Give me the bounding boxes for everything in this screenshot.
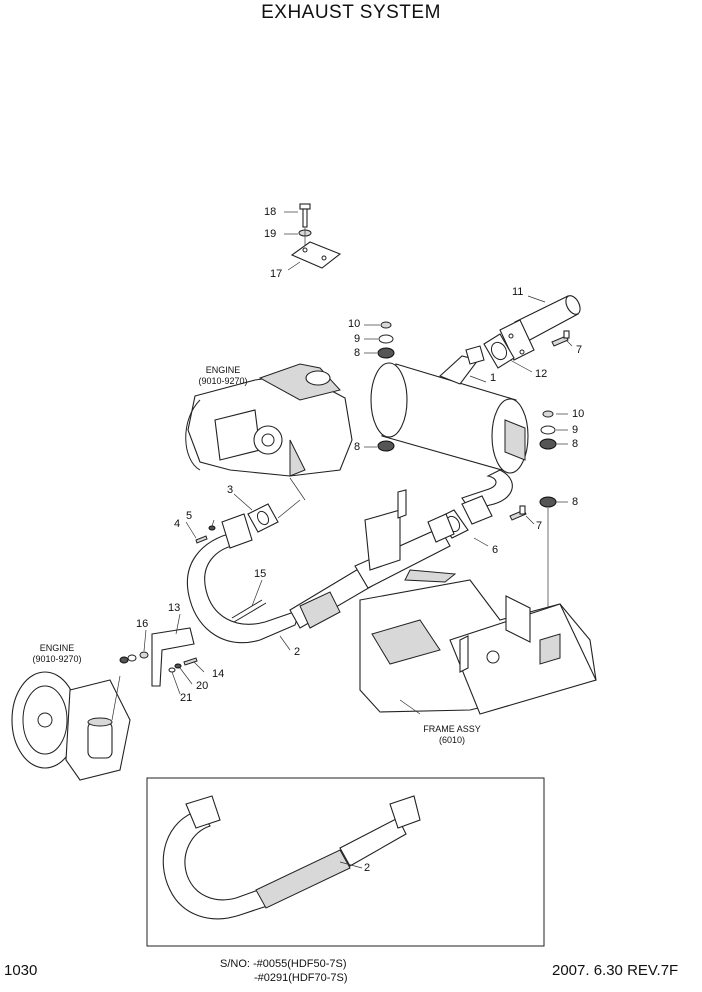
callout-10a: 10 (348, 318, 361, 330)
plate-17 (290, 241, 342, 269)
mount-8d (539, 496, 557, 508)
serial-number-line-1: S/NO: -#0055(HDF50-7S) (220, 958, 347, 970)
nut-10a (380, 321, 392, 329)
callout-6: 6 (492, 544, 499, 556)
bolt-18 (299, 203, 311, 228)
callout-7b: 7 (536, 520, 543, 532)
callout-9a: 9 (354, 333, 361, 345)
gasket-3 (247, 503, 279, 533)
engine-upper (185, 363, 353, 477)
callout-10b: 10 (572, 408, 585, 420)
revision-date: 2007. 6.30 REV.7F (552, 962, 679, 979)
callout-8c: 8 (572, 438, 579, 450)
callout-1: 1 (490, 372, 497, 384)
bolt-4 (195, 535, 208, 544)
bolt-7b (509, 505, 527, 521)
mount-8b (377, 440, 395, 452)
washer-9b (540, 425, 556, 435)
front-pipe-2-detail (162, 795, 421, 920)
callout-18: 18 (264, 206, 277, 218)
page-number: 1030 (4, 962, 38, 979)
washer-21 (168, 667, 176, 673)
engine-reference-left: ENGINE (9010-9270) (22, 643, 92, 665)
bolt-14 (183, 657, 198, 666)
callout-4: 4 (174, 518, 181, 530)
frame-assy-name: FRAME ASSY (423, 724, 481, 734)
callout-16: 16 (136, 618, 149, 630)
callout-7a: 7 (576, 344, 583, 356)
engine-reference-top-code: (9010-9270) (198, 376, 248, 386)
bolt-7a (551, 330, 570, 347)
callout-14: 14 (212, 668, 225, 680)
gasket-12 (483, 333, 515, 369)
callout-2-detail: 2 (364, 862, 371, 874)
engine-lower (11, 671, 131, 781)
detail-box (146, 777, 545, 947)
callout-2: 2 (294, 646, 301, 658)
callout-15: 15 (254, 568, 267, 580)
serial-number-line-2: -#0291(HDF70-7S) (254, 972, 348, 984)
callout-8d: 8 (572, 496, 579, 508)
washer-9a (378, 334, 394, 344)
mount-8a (377, 347, 395, 359)
washer-16 (139, 651, 149, 659)
front-pipe-2 (186, 513, 455, 644)
muffler-1 (370, 345, 529, 474)
tail-pipe-11 (499, 295, 581, 361)
bracket-13 (151, 627, 195, 687)
callout-8a: 8 (354, 347, 361, 359)
nut-10b (542, 410, 554, 418)
engine-reference-top: ENGINE (9010-9270) (188, 365, 258, 387)
callout-20: 20 (196, 680, 209, 692)
mount-8c (539, 438, 557, 450)
washer-20 (174, 663, 182, 669)
clamp-15 (231, 599, 263, 619)
callout-3: 3 (227, 484, 234, 496)
callout-12: 12 (535, 368, 548, 380)
callout-11: 11 (512, 286, 524, 298)
callout-19: 19 (264, 228, 277, 240)
frame-assy-reference: FRAME ASSY (6010) (412, 724, 492, 746)
engine-reference-left-name: ENGINE (39, 643, 75, 653)
engine-reference-top-name: ENGINE (205, 365, 241, 375)
callout-8b: 8 (354, 441, 361, 453)
engine-reference-left-code: (9010-9270) (32, 654, 82, 664)
callout-9b: 9 (572, 424, 579, 436)
frame-assy-code: (6010) (438, 735, 465, 745)
nut-5 (208, 525, 216, 531)
callout-17: 17 (270, 268, 283, 280)
frame-assembly (359, 489, 597, 715)
callout-13: 13 (168, 602, 181, 614)
callout-5: 5 (186, 510, 193, 522)
page-title: EXHAUST SYSTEM (261, 2, 441, 23)
callout-21: 21 (180, 692, 193, 704)
